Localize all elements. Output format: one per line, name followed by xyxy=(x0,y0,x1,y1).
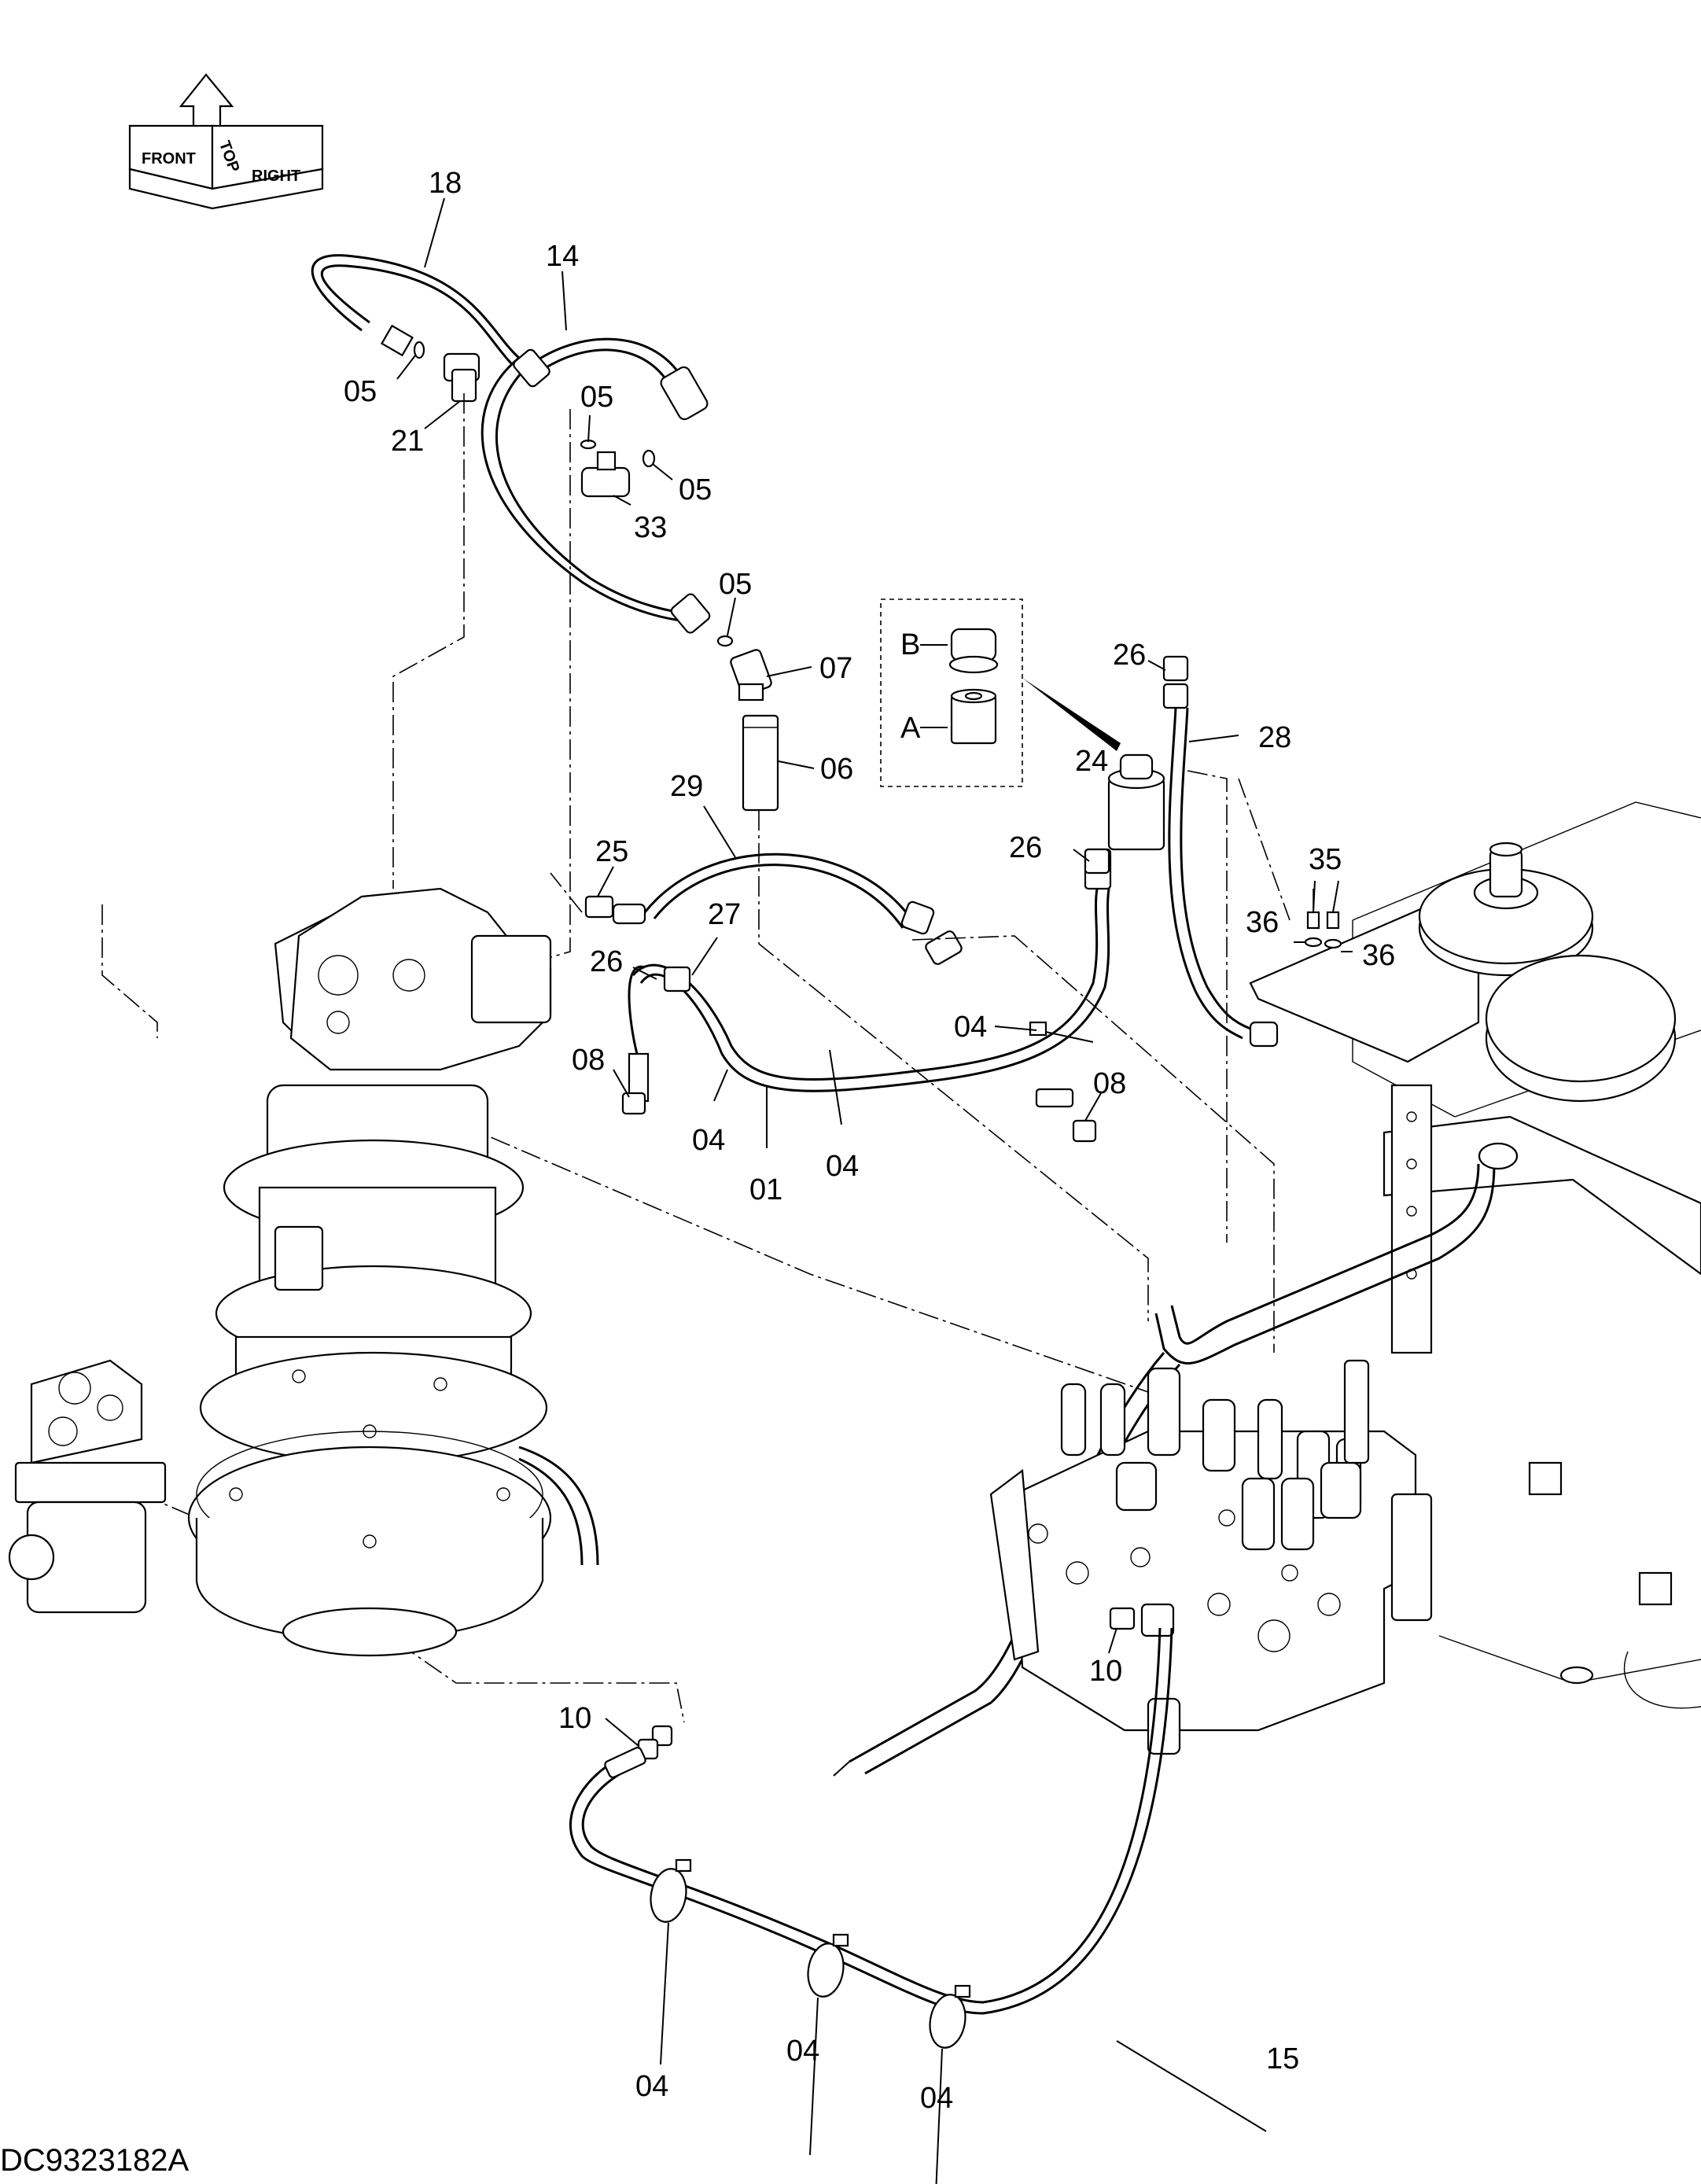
callout-labels: 18 14 05 21 05 05 33 05 07 06 29 25 27 2… xyxy=(344,167,1395,2115)
callout-05: 05 xyxy=(344,375,377,408)
callout-06: 06 xyxy=(820,753,853,786)
center-lines xyxy=(101,393,1314,1723)
fitting-07 xyxy=(730,649,772,702)
callout-07: 07 xyxy=(819,652,852,685)
swing-motor xyxy=(187,887,599,1657)
callout-14: 14 xyxy=(546,240,579,273)
leader-lines xyxy=(396,197,1353,2184)
callout-26: 26 xyxy=(1009,831,1042,864)
hose-18 xyxy=(311,254,520,365)
callout-05: 05 xyxy=(679,473,712,506)
bolts-35-36 xyxy=(1304,911,1342,949)
hose-14 xyxy=(480,337,711,634)
callout-27: 27 xyxy=(708,898,741,931)
callout-04: 04 xyxy=(826,1150,859,1183)
callout-21: 21 xyxy=(391,425,424,458)
callout-10: 10 xyxy=(1089,1655,1122,1688)
fittings-08 xyxy=(621,1092,1097,1143)
callout-01: 01 xyxy=(749,1173,782,1206)
filter-24 xyxy=(1107,753,1165,851)
callout-05: 05 xyxy=(580,381,613,414)
remote-valve xyxy=(8,1359,167,1614)
orientation-right-label: RIGHT xyxy=(252,168,300,185)
round-plate-2 xyxy=(1485,954,1677,1103)
fitting-33 xyxy=(580,451,631,498)
orientation-symbol: FRONT TOP RIGHT xyxy=(128,73,324,210)
callout-04: 04 xyxy=(635,2070,668,2103)
callout-04: 04 xyxy=(692,1124,725,1157)
fitting-25 xyxy=(584,895,614,919)
callout-33: 33 xyxy=(634,511,667,544)
control-valve xyxy=(989,1359,1433,1755)
callout-24: 24 xyxy=(1075,745,1108,778)
filter-inset: B A xyxy=(880,598,1121,787)
hose-29 xyxy=(612,853,963,965)
callout-08: 08 xyxy=(1093,1067,1126,1100)
callout-18: 18 xyxy=(429,167,462,200)
hose-28 xyxy=(1162,683,1279,1048)
drawing-code: DC9323182A xyxy=(0,2143,189,2178)
fitting-21 xyxy=(443,352,480,403)
round-plate-1 xyxy=(1418,842,1594,977)
orientation-front-label: FRONT xyxy=(142,150,196,168)
callout-04: 04 xyxy=(786,2035,819,2068)
callout-15: 15 xyxy=(1266,2042,1299,2075)
callout-26: 26 xyxy=(1113,639,1146,672)
inset-label-b: B xyxy=(900,628,920,661)
fitting-06 xyxy=(742,714,779,812)
callout-10: 10 xyxy=(558,1702,591,1735)
callout-26: 26 xyxy=(590,945,623,978)
inset-label-a: A xyxy=(900,712,921,745)
hose-27-01 xyxy=(628,848,1112,1108)
callout-05: 05 xyxy=(719,568,752,601)
o-rings xyxy=(413,341,734,647)
hose-15 xyxy=(569,1627,1173,2015)
callout-04: 04 xyxy=(954,1011,987,1044)
callout-25: 25 xyxy=(595,835,628,868)
callout-08: 08 xyxy=(572,1044,605,1077)
callout-04: 04 xyxy=(920,2082,953,2115)
callout-36: 36 xyxy=(1362,939,1395,972)
callout-29: 29 xyxy=(670,770,703,803)
callout-28: 28 xyxy=(1258,721,1291,754)
cable-ties-04-bottom xyxy=(650,1858,971,2049)
callout-36: 36 xyxy=(1246,906,1279,939)
callout-35: 35 xyxy=(1309,843,1342,876)
cable-tie-04-top xyxy=(1029,1021,1094,1043)
